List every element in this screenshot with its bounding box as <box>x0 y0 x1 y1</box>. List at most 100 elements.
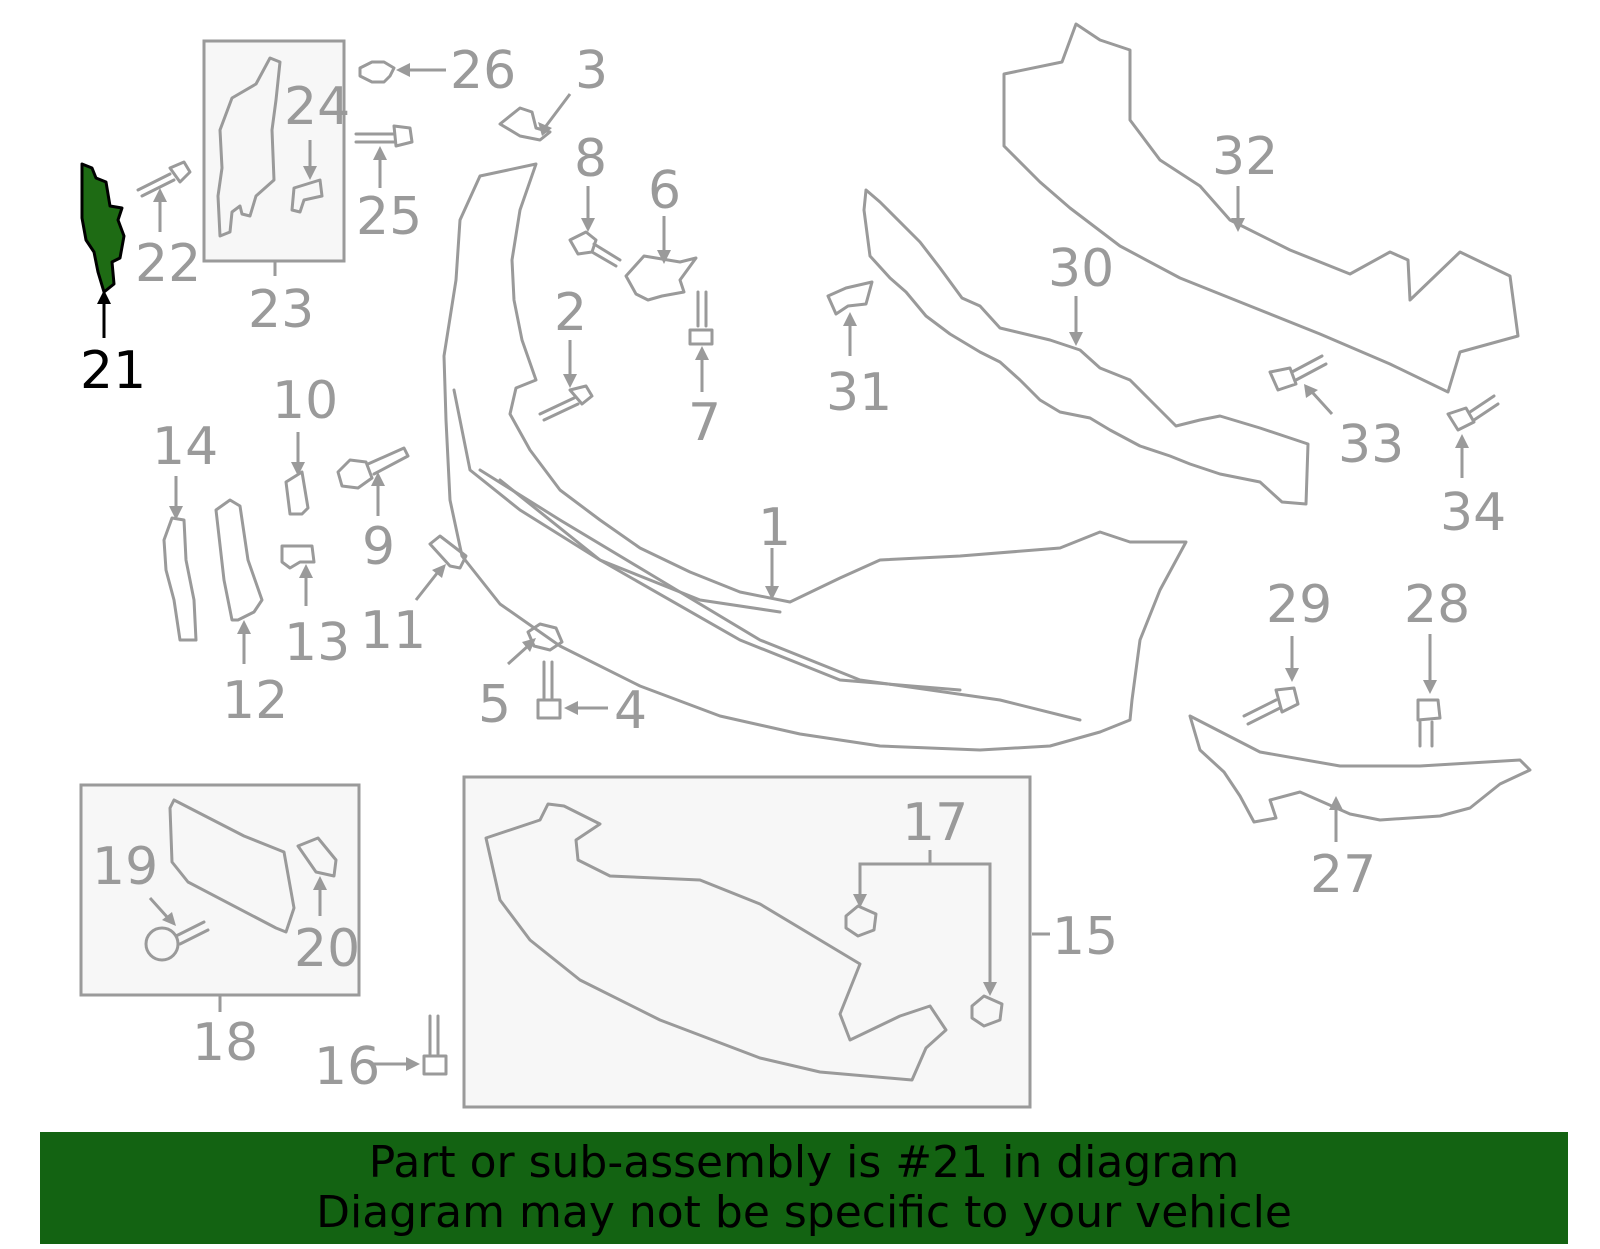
callout-4[interactable]: 4 <box>614 681 647 741</box>
callout-28[interactable]: 28 <box>1404 575 1470 635</box>
kit-box-18 <box>79 783 361 997</box>
banner-line-2: Diagram may not be specific to your vehi… <box>316 1187 1292 1238</box>
arrowhead-10 <box>291 462 305 476</box>
callout-33[interactable]: 33 <box>1338 415 1404 475</box>
arrowhead-2 <box>563 374 577 388</box>
part-1-grille-line <box>498 478 962 692</box>
kit-box-15 <box>462 775 1032 1109</box>
arrowhead-14 <box>169 506 183 520</box>
arrowhead-25 <box>373 146 387 160</box>
callout-6[interactable]: 6 <box>648 161 681 221</box>
callout-9[interactable]: 9 <box>362 517 395 577</box>
part-10-clip[interactable] <box>284 470 310 516</box>
callout-19[interactable]: 19 <box>92 837 158 897</box>
callout-23[interactable]: 23 <box>248 280 314 340</box>
arrow-33 <box>1310 390 1334 416</box>
part-17-clip-a[interactable] <box>844 904 878 938</box>
arrowhead-22 <box>153 188 167 202</box>
callout-10[interactable]: 10 <box>272 371 338 431</box>
part-30-absorber[interactable] <box>862 188 1310 506</box>
part-2-bolt[interactable] <box>538 384 594 422</box>
callout-31[interactable]: 31 <box>826 363 892 423</box>
part-18-plate[interactable] <box>168 798 296 934</box>
arrowhead-16 <box>406 1057 420 1071</box>
part-9-hook[interactable] <box>336 446 410 490</box>
banner-line-1: Part or sub-assembly is #21 in diagram <box>368 1137 1240 1188</box>
part-25-screw[interactable] <box>354 124 414 148</box>
part-19-screw[interactable] <box>144 920 210 962</box>
callout-14[interactable]: 14 <box>152 417 218 477</box>
callout-12[interactable]: 12 <box>222 671 288 731</box>
arrowhead-32 <box>1231 218 1245 232</box>
callout-21[interactable]: 21 <box>80 341 146 401</box>
callout-34[interactable]: 34 <box>1440 483 1506 543</box>
part-24-clip[interactable] <box>290 178 324 214</box>
callout-3[interactable]: 3 <box>575 41 608 101</box>
part-4-bolt[interactable] <box>536 660 562 720</box>
callout-7[interactable]: 7 <box>688 393 721 453</box>
part-1-bumper-cover[interactable] <box>442 162 1188 752</box>
arrowhead-21 <box>97 290 111 304</box>
part-14-bracket[interactable] <box>162 516 198 642</box>
callout-1[interactable]: 1 <box>758 498 791 558</box>
part-15-splash-shield[interactable] <box>484 802 948 1082</box>
part-6-clip[interactable] <box>624 254 698 302</box>
part-5-clip[interactable] <box>526 622 564 652</box>
part-7-screw[interactable] <box>688 290 714 346</box>
callout-29[interactable]: 29 <box>1266 575 1332 635</box>
callout-22[interactable]: 22 <box>135 234 201 294</box>
part-34-bolt[interactable] <box>1446 394 1500 432</box>
part-33-bolt[interactable] <box>1268 354 1328 392</box>
bracket-17 <box>858 862 992 986</box>
callout-20[interactable]: 20 <box>294 919 360 979</box>
arrowhead-28 <box>1423 680 1437 694</box>
arrowhead-24 <box>303 166 317 180</box>
part-31-retainer[interactable] <box>826 280 874 316</box>
part-28-fastener[interactable] <box>1416 698 1442 748</box>
part-13-clip[interactable] <box>280 544 316 570</box>
callout-24[interactable]: 24 <box>284 77 350 137</box>
arrowhead-3 <box>538 122 552 136</box>
arrow-19 <box>148 896 170 920</box>
callout-30[interactable]: 30 <box>1048 239 1114 299</box>
part-29-bolt[interactable] <box>1242 686 1300 726</box>
part-16-bolt[interactable] <box>422 1014 448 1076</box>
arrowhead-20 <box>313 876 327 890</box>
part-27-support[interactable] <box>1188 714 1532 824</box>
arrowhead-26 <box>396 63 410 77</box>
callout-17[interactable]: 17 <box>902 793 968 853</box>
arrow-11 <box>414 571 440 601</box>
arrowhead-4 <box>564 701 578 715</box>
part-1-inner-line <box>452 388 782 614</box>
callout-5[interactable]: 5 <box>478 675 511 735</box>
callout-15[interactable]: 15 <box>1052 907 1118 967</box>
part-22-bolt[interactable] <box>136 160 192 198</box>
part-17-clip-b[interactable] <box>970 994 1004 1028</box>
callout-13[interactable]: 13 <box>284 613 350 673</box>
arrow-5 <box>506 644 530 666</box>
part-32-reinforcement[interactable] <box>1002 22 1520 394</box>
arrowhead-34 <box>1455 434 1469 448</box>
callout-25[interactable]: 25 <box>356 187 422 247</box>
callout-16[interactable]: 16 <box>314 1037 380 1097</box>
callout-27[interactable]: 27 <box>1310 845 1376 905</box>
arrowhead-17a <box>853 894 867 908</box>
part-11-clip[interactable] <box>428 534 468 570</box>
callout-11[interactable]: 11 <box>360 601 426 661</box>
arrowhead-33 <box>1304 384 1318 398</box>
part-21-bracket[interactable] <box>80 162 126 294</box>
arrowhead-19 <box>162 912 176 926</box>
part-20-nut[interactable] <box>296 836 338 878</box>
part-23-bracket[interactable] <box>216 56 282 238</box>
callout-26[interactable]: 26 <box>450 41 516 101</box>
arrowhead-31 <box>843 312 857 326</box>
part-8-bolt[interactable] <box>568 230 622 268</box>
callout-32[interactable]: 32 <box>1212 127 1278 187</box>
part-12-bracket[interactable] <box>214 498 264 622</box>
callout-2[interactable]: 2 <box>554 283 587 343</box>
callout-8[interactable]: 8 <box>574 129 607 189</box>
part-26-pin[interactable] <box>358 60 396 84</box>
callout-18[interactable]: 18 <box>192 1013 258 1073</box>
arrowhead-5 <box>522 638 536 652</box>
